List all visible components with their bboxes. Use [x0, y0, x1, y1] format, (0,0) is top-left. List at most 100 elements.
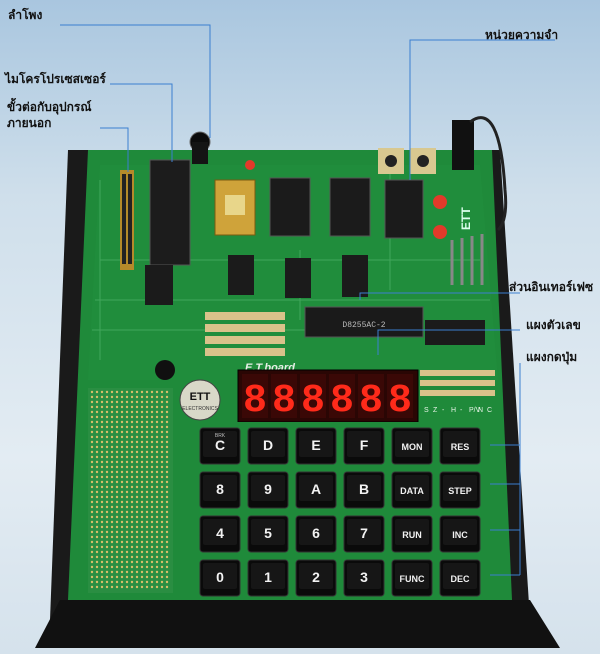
display-digit-cell: [271, 374, 297, 418]
key-f[interactable]: F: [343, 427, 385, 465]
ett-logo-badge: [179, 379, 221, 421]
display-digit: 8: [272, 379, 296, 424]
memory-chip-3: [384, 179, 424, 239]
prototype-holes: [90, 390, 169, 589]
key-label: 9: [264, 481, 272, 497]
key-label: 7: [360, 525, 368, 541]
key-2[interactable]: 2: [295, 559, 337, 597]
key-9[interactable]: 9: [247, 471, 289, 509]
key-label: 3: [360, 569, 368, 585]
small-chip-4: [145, 265, 173, 305]
key-label: INC: [452, 530, 468, 540]
small-chip-1: [228, 255, 254, 295]
keycap-top: [347, 475, 381, 501]
memory-chip-1: [269, 177, 311, 237]
label-external-connector-line1: ขั้วต่อกับอุปกรณ์: [7, 100, 92, 114]
key-label: FUNC: [400, 574, 425, 584]
key-label: 6: [312, 525, 320, 541]
status-led-label: -: [460, 407, 463, 414]
key-label: 2: [312, 569, 320, 585]
key-5[interactable]: 5: [247, 515, 289, 553]
ett-logo-text: ETT: [190, 391, 211, 403]
key-4[interactable]: 4: [199, 515, 241, 553]
keycap-top: [443, 563, 477, 589]
power-cable: [469, 116, 508, 232]
key-sublabel: BRK: [215, 433, 226, 439]
display-digit: 8: [388, 379, 412, 424]
interface-chip-label: D8255AC-2: [342, 321, 385, 330]
key-dec[interactable]: DEC: [439, 559, 481, 597]
label-external-connector-line2: ภายนอก: [7, 116, 52, 130]
key-run[interactable]: RUN: [391, 515, 433, 553]
key-label: E: [311, 437, 320, 453]
key-d[interactable]: D: [247, 427, 289, 465]
keycap-top: [443, 475, 477, 501]
keycap-top: [443, 519, 477, 545]
key-b[interactable]: B: [343, 471, 385, 509]
key-label: 4: [216, 525, 224, 541]
display-digit-cell: [329, 374, 355, 418]
microprocessor-chip: [149, 159, 191, 266]
keycap-top: [299, 475, 333, 501]
keycap-top: [395, 431, 429, 457]
key-0[interactable]: 0: [199, 559, 241, 597]
key-6[interactable]: 6: [295, 515, 337, 553]
keycap-top: [203, 563, 237, 589]
display-digit-cell: [242, 374, 268, 418]
status-led-label: S: [424, 407, 429, 414]
key-data[interactable]: DATA: [391, 471, 433, 509]
key-a[interactable]: A: [295, 471, 337, 509]
display-digit-cell: [358, 374, 384, 418]
key-1[interactable]: 1: [247, 559, 289, 597]
key-inc[interactable]: INC: [439, 515, 481, 553]
status-led-label: P/V: [469, 407, 481, 414]
keycap-top: [299, 519, 333, 545]
display-digit: 8: [359, 379, 383, 424]
red-led-3: [245, 160, 255, 170]
label-display-panel: แผงตัวเลข: [526, 318, 581, 332]
key-8[interactable]: 8: [199, 471, 241, 509]
key-label: RUN: [402, 530, 422, 540]
status-led-label: -: [442, 407, 445, 414]
keycap-top: [299, 563, 333, 589]
key-res[interactable]: RES: [439, 427, 481, 465]
key-label: 8: [216, 481, 224, 497]
status-led-label: N: [478, 407, 483, 414]
heatsink-pins: [450, 234, 484, 285]
keycap-top: [203, 475, 237, 501]
red-led-1: [433, 195, 447, 209]
right-resistors: [420, 370, 495, 396]
key-label: B: [359, 481, 369, 497]
case-front-edge: [35, 600, 560, 648]
memory-chip-2: [329, 177, 371, 237]
prototype-area: [88, 388, 173, 593]
keycap-top: [251, 563, 285, 589]
key-mon[interactable]: MON: [391, 427, 433, 465]
display-digit: 8: [330, 379, 354, 424]
key-7[interactable]: 7: [343, 515, 385, 553]
key-label: A: [311, 481, 321, 497]
label-interface: ส่วนอินเทอร์เฟซ: [509, 280, 594, 294]
key-label: 5: [264, 525, 272, 541]
keycap-top: [395, 475, 429, 501]
status-led-label: Z: [433, 407, 438, 414]
keycap-top: [251, 475, 285, 501]
keycap-top: [395, 563, 429, 589]
key-func[interactable]: FUNC: [391, 559, 433, 597]
key-label: 1: [264, 569, 272, 585]
status-led-label: C: [487, 407, 492, 414]
keycap-top: [347, 519, 381, 545]
small-chip-3: [342, 255, 368, 297]
keycap-top: [251, 431, 285, 457]
key-3[interactable]: 3: [343, 559, 385, 597]
key-e[interactable]: E: [295, 427, 337, 465]
keycap-top: [395, 519, 429, 545]
small-chip-2: [285, 258, 311, 298]
keycap-top: [203, 431, 237, 457]
key-step[interactable]: STEP: [439, 471, 481, 509]
